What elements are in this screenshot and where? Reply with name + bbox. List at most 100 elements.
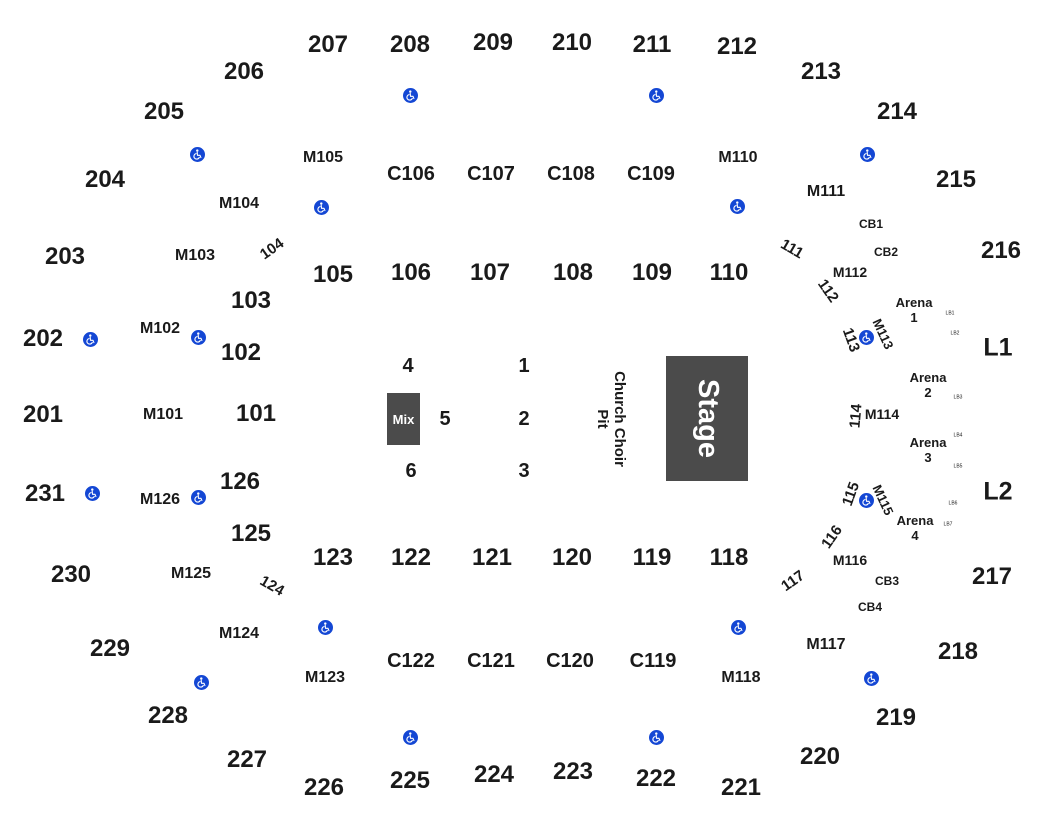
section-c108[interactable]: C108 xyxy=(547,163,595,185)
section-m102[interactable]: M102 xyxy=(139,320,181,337)
section-109[interactable]: 109 xyxy=(631,259,673,286)
section-224[interactable]: 224 xyxy=(473,761,515,788)
section-119[interactable]: 119 xyxy=(632,544,672,571)
section-212[interactable]: 212 xyxy=(716,33,758,60)
section-217[interactable]: 217 xyxy=(971,563,1013,590)
section-lb2[interactable]: LB2 xyxy=(950,330,960,337)
section-117[interactable]: 117 xyxy=(778,567,808,595)
section-118[interactable]: 118 xyxy=(709,544,749,571)
section-215[interactable]: 215 xyxy=(935,166,977,193)
section-3[interactable]: 3 xyxy=(518,460,530,482)
section-m126[interactable]: M126 xyxy=(139,491,181,508)
section-c121[interactable]: C121 xyxy=(467,650,515,672)
section-121[interactable]: 121 xyxy=(471,544,513,571)
section-cb4[interactable]: CB4 xyxy=(857,600,883,614)
section-6[interactable]: 6 xyxy=(405,460,417,482)
section-m103[interactable]: M103 xyxy=(174,247,216,264)
section-202[interactable]: 202 xyxy=(22,325,64,352)
section-c109[interactable]: C109 xyxy=(627,163,675,185)
section-218[interactable]: 218 xyxy=(937,638,979,665)
section-228[interactable]: 228 xyxy=(147,702,189,729)
section-221[interactable]: 221 xyxy=(720,774,762,801)
section-203[interactable]: 203 xyxy=(44,243,86,270)
section-c106[interactable]: C106 xyxy=(387,163,435,185)
section-m105[interactable]: M105 xyxy=(302,149,344,166)
section-m110[interactable]: M110 xyxy=(718,149,758,166)
section-101[interactable]: 101 xyxy=(235,400,277,427)
section-cb3[interactable]: CB3 xyxy=(874,574,900,588)
section-211[interactable]: 211 xyxy=(632,31,672,58)
section-lb5[interactable]: LB5 xyxy=(953,463,963,470)
section-l1[interactable]: L1 xyxy=(983,333,1013,362)
section-m115[interactable]: M115 xyxy=(869,482,897,518)
section-103[interactable]: 103 xyxy=(230,287,272,314)
section-c119[interactable]: C119 xyxy=(629,650,677,672)
section-m104[interactable]: M104 xyxy=(218,195,260,212)
section-lb6[interactable]: LB6 xyxy=(948,500,958,507)
section-108[interactable]: 108 xyxy=(552,259,594,286)
section-116[interactable]: 116 xyxy=(818,522,846,552)
section-208[interactable]: 208 xyxy=(389,31,431,58)
section-204[interactable]: 204 xyxy=(84,166,126,193)
section-106[interactable]: 106 xyxy=(390,259,432,286)
section-126[interactable]: 126 xyxy=(219,468,261,495)
section-225[interactable]: 225 xyxy=(389,767,431,794)
section-m125[interactable]: M125 xyxy=(170,565,212,582)
section-213[interactable]: 213 xyxy=(800,58,842,85)
section-229[interactable]: 229 xyxy=(89,635,131,662)
section-lb1[interactable]: LB1 xyxy=(945,310,955,317)
section-1[interactable]: 1 xyxy=(518,355,530,377)
section-m123[interactable]: M123 xyxy=(304,669,346,686)
section-231[interactable]: 231 xyxy=(24,480,66,507)
section-cb1[interactable]: CB1 xyxy=(858,217,884,231)
section-m124[interactable]: M124 xyxy=(218,625,260,642)
section-220[interactable]: 220 xyxy=(799,743,841,770)
section-205[interactable]: 205 xyxy=(143,98,185,125)
section-102[interactable]: 102 xyxy=(220,339,262,366)
section-122[interactable]: 122 xyxy=(390,544,432,571)
section-114[interactable]: 114 xyxy=(846,403,866,429)
section-226[interactable]: 226 xyxy=(303,774,345,801)
section-c122[interactable]: C122 xyxy=(387,650,435,672)
section-222[interactable]: 222 xyxy=(635,765,677,792)
section-111[interactable]: 111 xyxy=(777,235,807,263)
section-230[interactable]: 230 xyxy=(50,561,92,588)
section-lb4[interactable]: LB4 xyxy=(953,432,963,439)
section-l2[interactable]: L2 xyxy=(983,477,1013,506)
section-214[interactable]: 214 xyxy=(876,98,918,125)
section-cb2[interactable]: CB2 xyxy=(873,245,899,259)
section-210[interactable]: 210 xyxy=(551,29,593,56)
section-219[interactable]: 219 xyxy=(875,704,917,731)
section-201[interactable]: 201 xyxy=(22,401,64,428)
section-104[interactable]: 104 xyxy=(256,234,288,264)
section-2[interactable]: 2 xyxy=(518,408,530,430)
section-5[interactable]: 5 xyxy=(439,408,451,430)
section-lb7[interactable]: LB7 xyxy=(943,521,953,528)
section-105[interactable]: 105 xyxy=(312,261,354,288)
section-209[interactable]: 209 xyxy=(472,29,514,56)
section-227[interactable]: 227 xyxy=(226,746,268,773)
section-m101[interactable]: M101 xyxy=(142,406,184,423)
section-m117[interactable]: M117 xyxy=(806,636,846,653)
section-124[interactable]: 124 xyxy=(256,572,288,600)
section-m112[interactable]: M112 xyxy=(832,264,868,280)
section-m116[interactable]: M116 xyxy=(832,552,868,568)
section-216[interactable]: 216 xyxy=(980,237,1022,264)
section-110[interactable]: 110 xyxy=(709,259,749,286)
section-4[interactable]: 4 xyxy=(402,355,414,377)
section-m118[interactable]: M118 xyxy=(721,669,761,686)
section-m113[interactable]: M113 xyxy=(869,316,897,352)
section-112[interactable]: 112 xyxy=(814,276,842,306)
section-120[interactable]: 120 xyxy=(551,544,593,571)
section-223[interactable]: 223 xyxy=(552,758,594,785)
section-c120[interactable]: C120 xyxy=(546,650,594,672)
section-125[interactable]: 125 xyxy=(230,520,272,547)
section-107[interactable]: 107 xyxy=(469,259,511,286)
section-m114[interactable]: M114 xyxy=(864,406,900,422)
section-m111[interactable]: M111 xyxy=(806,183,846,200)
section-206[interactable]: 206 xyxy=(223,58,265,85)
